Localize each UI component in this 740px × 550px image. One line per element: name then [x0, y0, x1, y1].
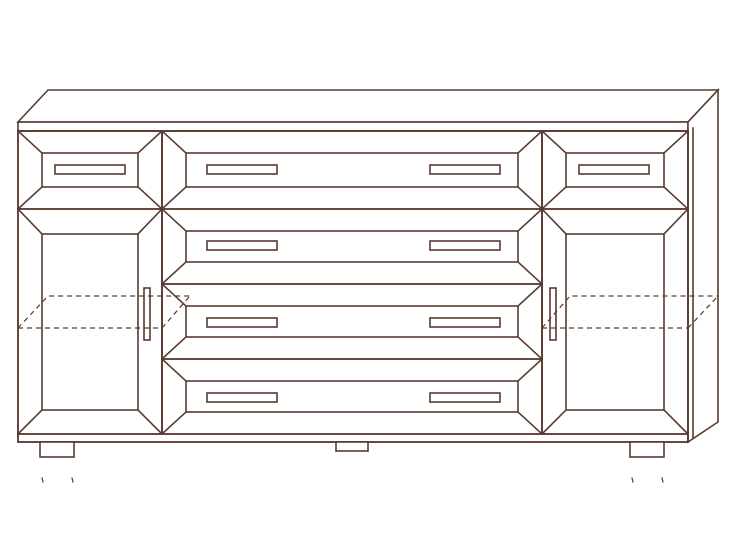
right-door — [540, 207, 690, 436]
center-drawer-4-handle-right — [429, 392, 501, 403]
center-drawer-1 — [160, 129, 544, 211]
center-drawer-2-handle-left — [206, 240, 278, 251]
center-drawer-2 — [160, 207, 544, 286]
center-drawer-3 — [160, 282, 544, 361]
center-drawer-2-handle-right — [429, 240, 501, 251]
top-front-edge — [17, 121, 689, 132]
right-hidden-shelf — [541, 295, 719, 329]
center-drawer-1-handle-left — [206, 164, 278, 175]
left-small-drawer-handle — [54, 164, 126, 175]
bottom-plinth — [17, 433, 689, 443]
left-hidden-shelf — [17, 295, 191, 329]
left-door — [16, 207, 164, 436]
center-drawer-3-handle-right — [429, 317, 501, 328]
body-frame — [17, 130, 689, 443]
center-drawer-1-handle-right — [429, 164, 501, 175]
center-drawer-4-handle-left — [206, 392, 278, 403]
right-door-handle — [549, 287, 557, 341]
right-small-drawer-handle — [578, 164, 650, 175]
foot-marks — [41, 477, 664, 483]
right-small-drawer — [540, 129, 690, 211]
center-foot — [335, 441, 369, 452]
top-slab — [16, 89, 720, 123]
center-drawer-4 — [160, 357, 544, 436]
left-small-drawer — [16, 129, 164, 211]
right-foot — [629, 441, 665, 458]
left-foot — [39, 441, 75, 458]
left-door-handle — [143, 287, 151, 341]
center-drawer-3-handle-left — [206, 317, 278, 328]
